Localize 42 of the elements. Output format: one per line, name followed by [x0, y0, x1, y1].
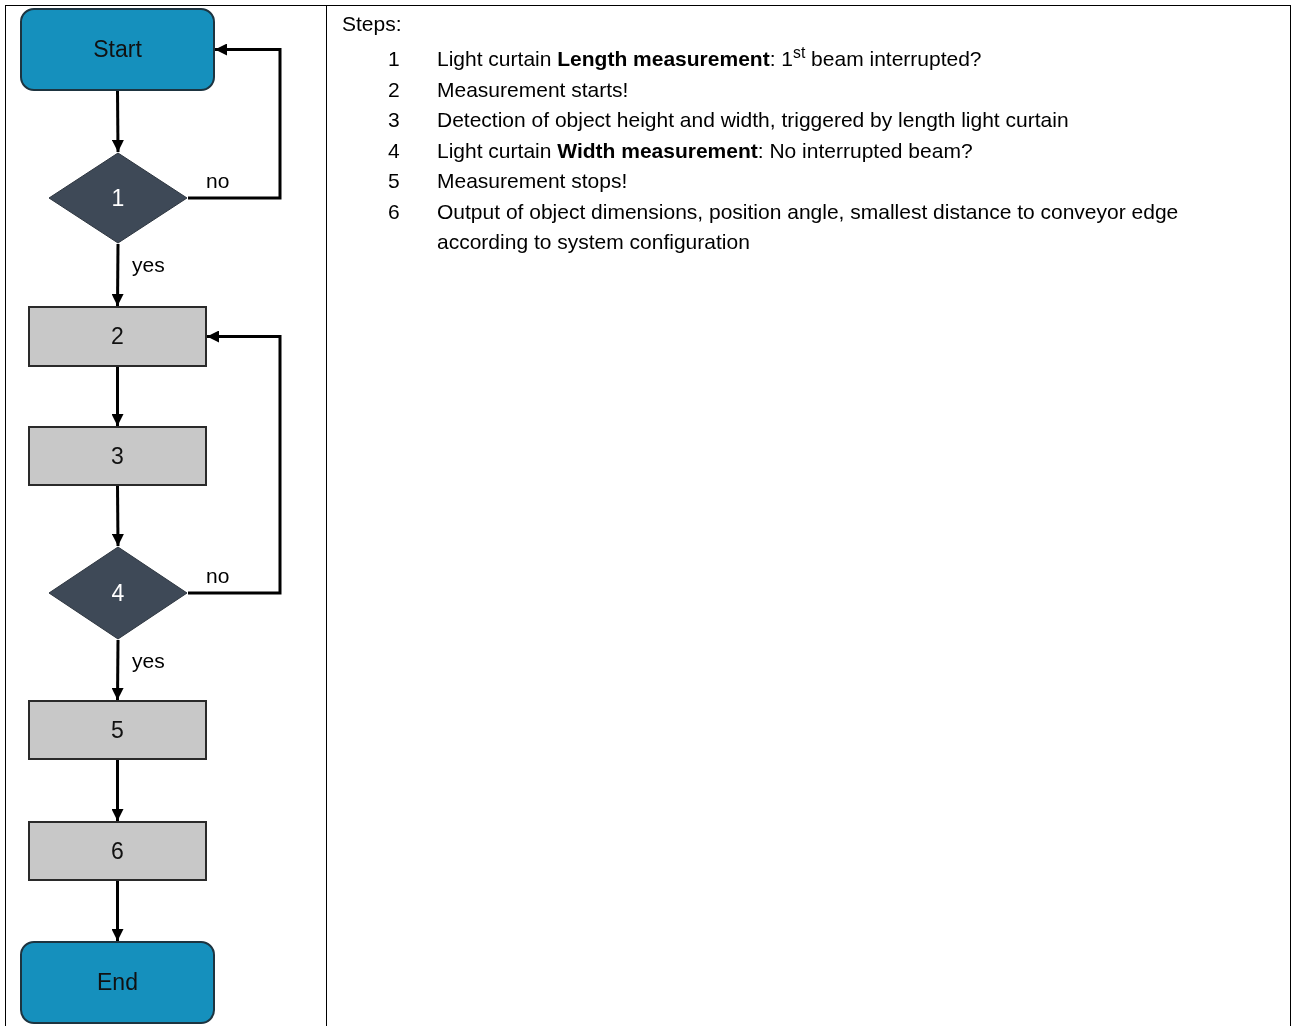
step-label: 2	[111, 325, 124, 348]
step-number: 5	[388, 168, 401, 194]
terminal-box	[20, 8, 215, 91]
arrow	[188, 43, 282, 200]
arrow	[111, 244, 124, 306]
step-description: Measurement stops!	[437, 168, 629, 194]
heading: Steps:	[342, 11, 402, 37]
step-number: 6	[388, 198, 401, 225]
arrow	[111, 640, 124, 700]
step-number: 3	[388, 107, 401, 133]
edge-label: no	[206, 170, 230, 191]
step-description: Measurement starts!	[437, 76, 630, 103]
step-number: 4	[388, 137, 401, 164]
decision-diamond	[48, 546, 188, 640]
arrow	[188, 330, 282, 595]
step-label: 5	[111, 718, 124, 742]
step-label: 6	[111, 839, 124, 863]
arrow	[111, 760, 124, 821]
process-box	[28, 700, 207, 760]
arrow	[111, 486, 124, 546]
step-description: Detection of object height and width, triggered by length light curtain	[437, 107, 1070, 133]
decision-diamond	[48, 152, 188, 244]
step-label: 3	[111, 444, 124, 468]
arrow	[111, 367, 124, 426]
step-label: End	[97, 971, 138, 994]
edge-label: yes	[132, 650, 165, 671]
arrow	[111, 881, 124, 941]
step-description: Light curtain Width measurement: No interrupted beam?	[437, 137, 974, 164]
arrow	[111, 91, 124, 152]
edge-label: no	[206, 565, 230, 586]
process-box	[28, 306, 207, 367]
process-box	[28, 821, 207, 881]
terminal-box	[20, 941, 215, 1024]
step-description: Output of object dimensions, position angle, smallest distance to conveyor edge according to system configuration	[437, 198, 1180, 255]
step-label: 1	[111, 186, 125, 210]
step-number: 1	[388, 46, 401, 72]
edge-label: yes	[132, 254, 165, 275]
step-description: Light curtain Length measurement: 1$^{st}$ beam interrupted?	[437, 44, 983, 72]
step-label: Start	[93, 38, 142, 61]
process-box	[28, 426, 207, 486]
step-label: 4	[111, 581, 125, 605]
step-number: 2	[388, 76, 401, 103]
